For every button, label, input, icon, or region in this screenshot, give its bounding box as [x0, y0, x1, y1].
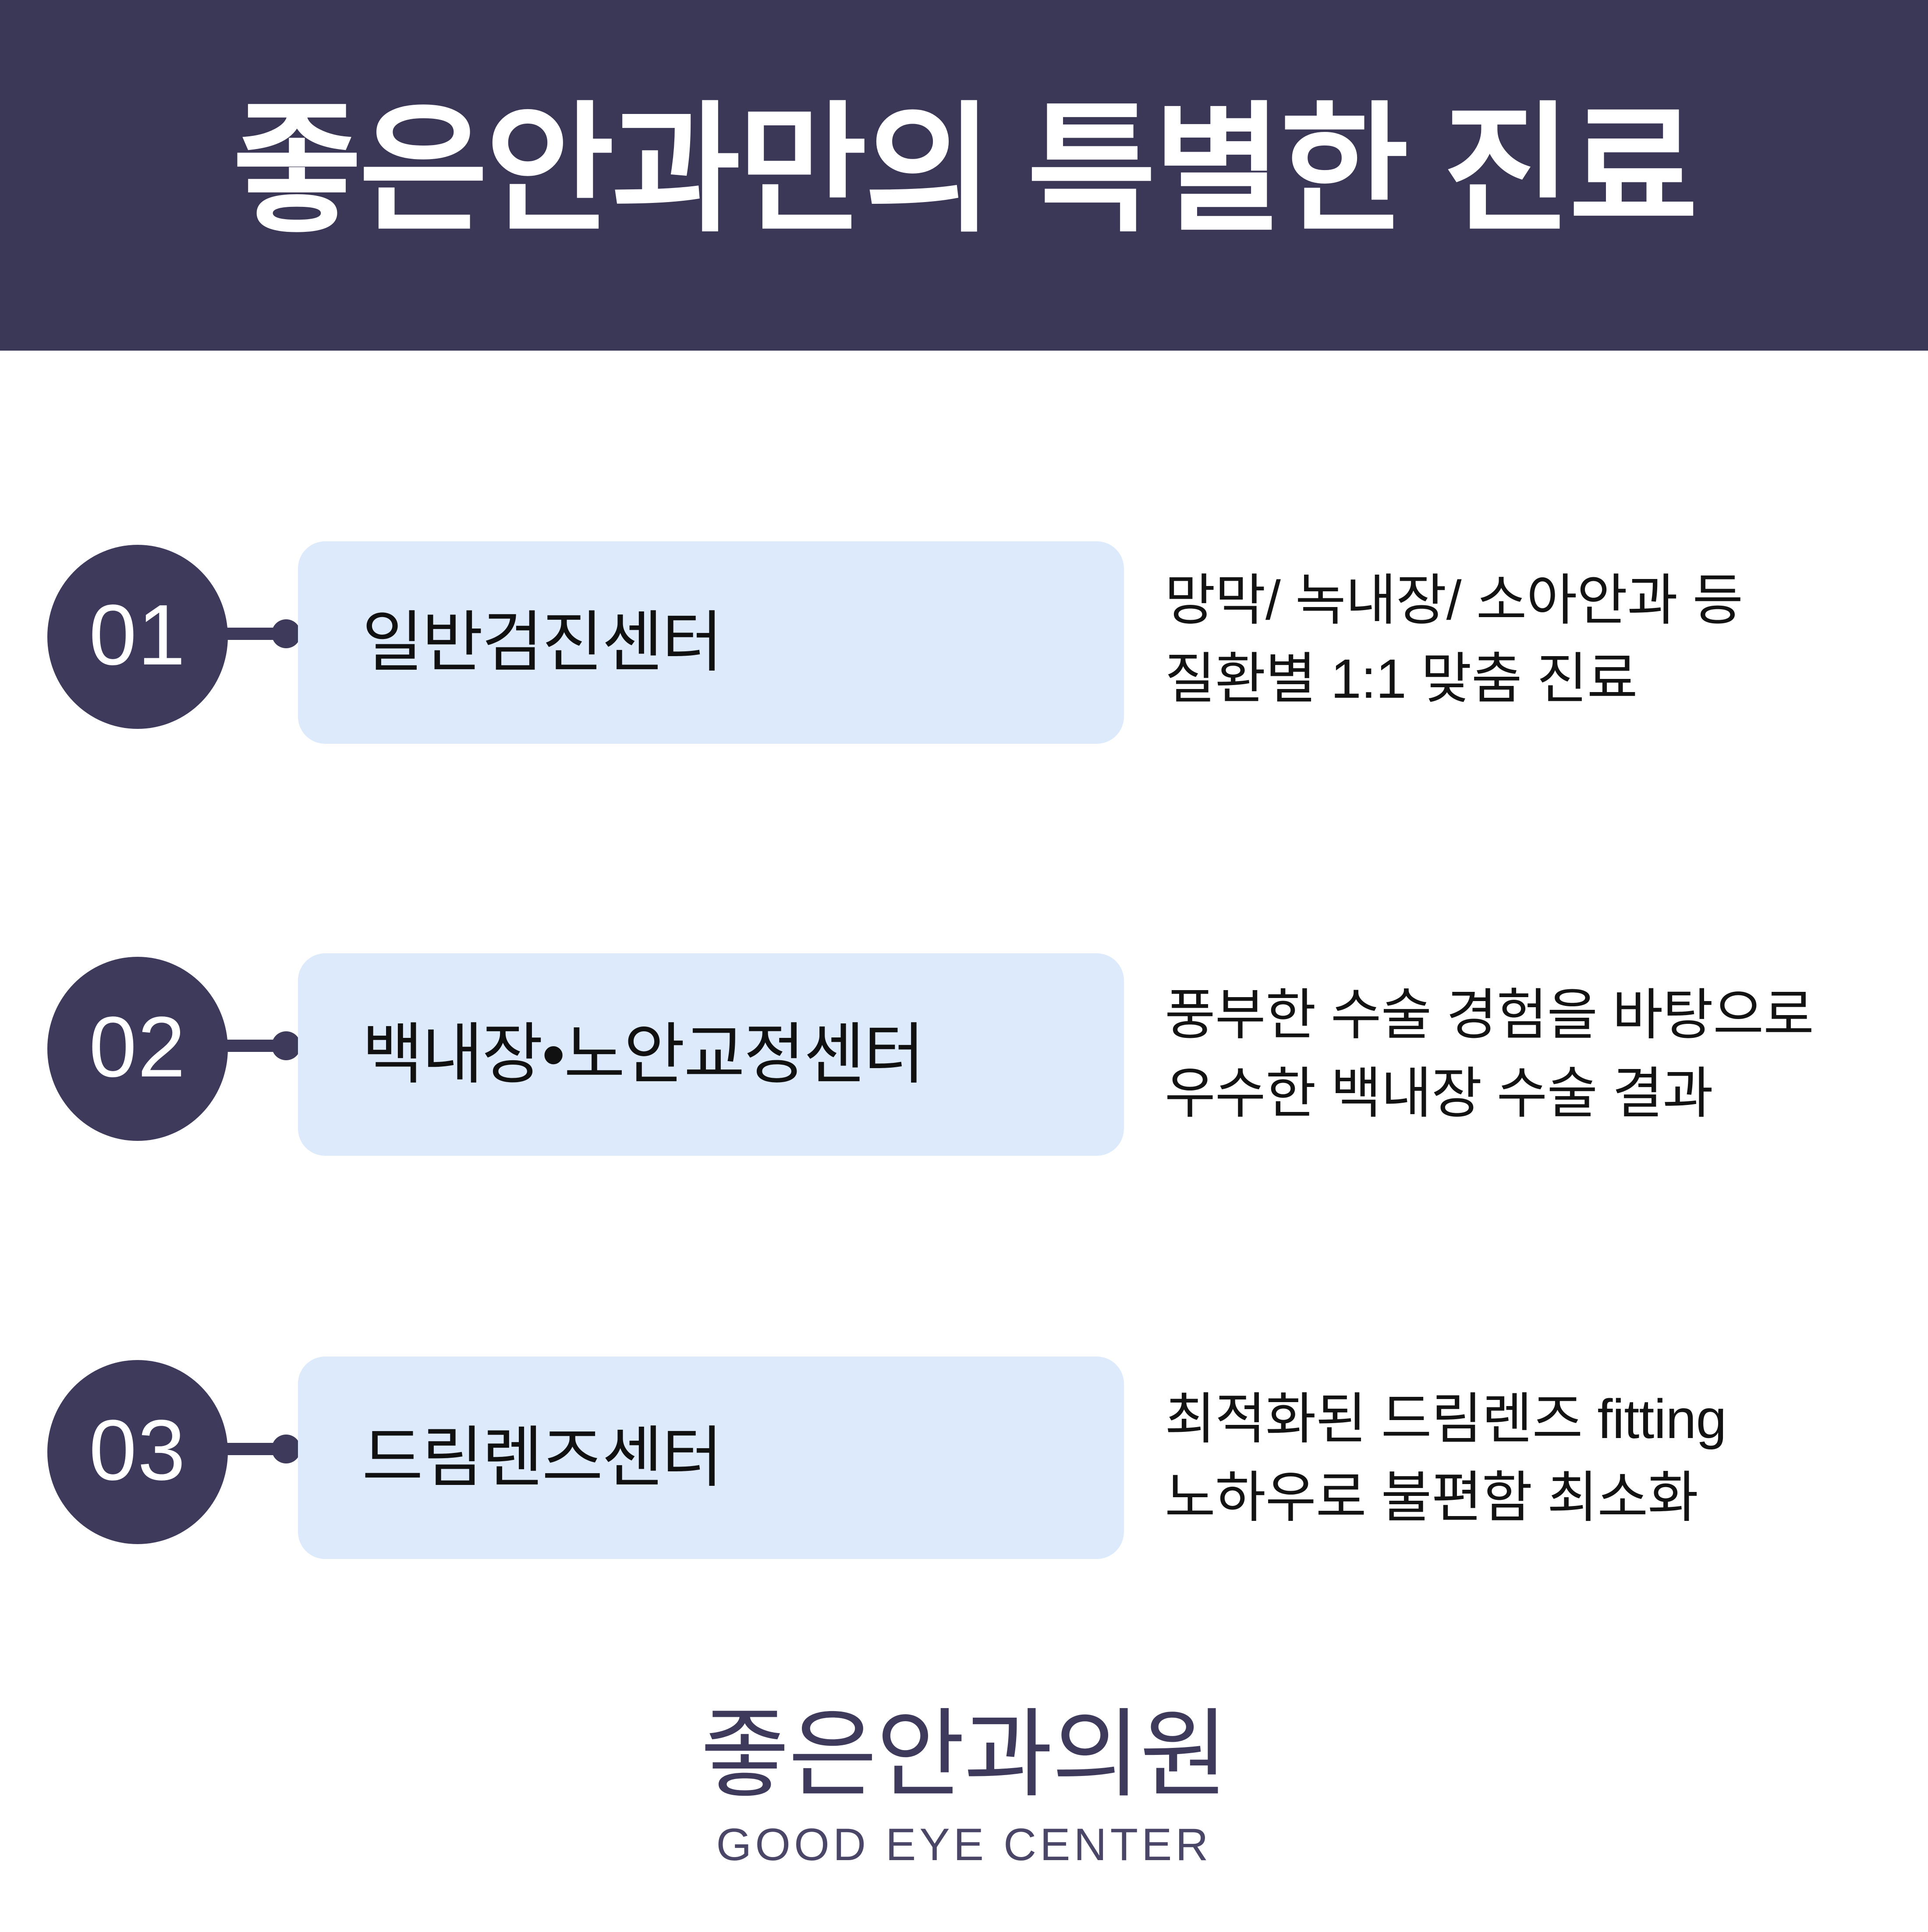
service-title: 일반검진센터 — [362, 605, 723, 680]
footer-logo: 좋은안과의원 GOOD EYE CENTER — [0, 1701, 1928, 1870]
service-row: 03 드림렌즈센터 최적화된 드림렌즈 fitting 노하우로 불편함 최소화 — [0, 1335, 1928, 1563]
service-row: 02 백내장•노안교정센터 풍부한 수술 경험을 바탕으로 우수한 백내장 수술… — [0, 931, 1928, 1159]
service-row: 01 일반검진센터 망막/ 녹내장/ 소아안과 등 질환별 1:1 맞춤 진료 — [0, 519, 1928, 747]
service-description-line-1: 최적화된 드림렌즈 fitting — [1165, 1388, 1727, 1450]
service-panel: 드림렌즈센터 — [298, 1357, 1124, 1559]
service-description: 망막/ 녹내장/ 소아안과 등 질환별 1:1 맞춤 진료 — [1165, 561, 1910, 718]
service-description-line-1: 망막/ 녹내장/ 소아안과 등 — [1165, 569, 1743, 631]
connector-dot-icon — [272, 1435, 301, 1463]
step-number-badge: 02 — [47, 957, 228, 1141]
service-title: 백내장•노안교정센터 — [362, 1017, 925, 1092]
header-band: 좋은안과만의 특별한 진료 — [0, 0, 1928, 351]
step-number-label: 02 — [89, 999, 186, 1095]
clinic-name-english: GOOD EYE CENTER — [716, 1819, 1212, 1871]
service-description-line-1: 풍부한 수술 경험을 바탕으로 — [1165, 984, 1814, 1046]
service-title: 드림렌즈센터 — [362, 1421, 723, 1495]
service-description-line-2: 우수한 백내장 수술 결과 — [1165, 1062, 1713, 1124]
step-number-badge: 01 — [47, 545, 228, 729]
service-description: 풍부한 수술 경험을 바탕으로 우수한 백내장 수술 결과 — [1165, 976, 1910, 1133]
service-panel: 백내장•노안교정센터 — [298, 953, 1124, 1156]
service-description-line-2: 질환별 1:1 맞춤 진료 — [1165, 647, 1638, 710]
service-panel: 일반검진센터 — [298, 541, 1124, 744]
connector-dot-icon — [272, 1031, 301, 1060]
service-description-line-2: 노하우로 불편함 최소화 — [1165, 1466, 1698, 1528]
service-description: 최적화된 드림렌즈 fitting 노하우로 불편함 최소화 — [1165, 1380, 1910, 1537]
connector-dot-icon — [272, 619, 301, 648]
step-number-label: 03 — [89, 1402, 186, 1498]
step-number-label: 01 — [89, 587, 186, 683]
page-title: 좋은안과만의 특별한 진료 — [232, 91, 1698, 248]
clinic-name-korean: 좋은안과의원 — [700, 1701, 1228, 1808]
step-number-badge: 03 — [47, 1360, 228, 1544]
